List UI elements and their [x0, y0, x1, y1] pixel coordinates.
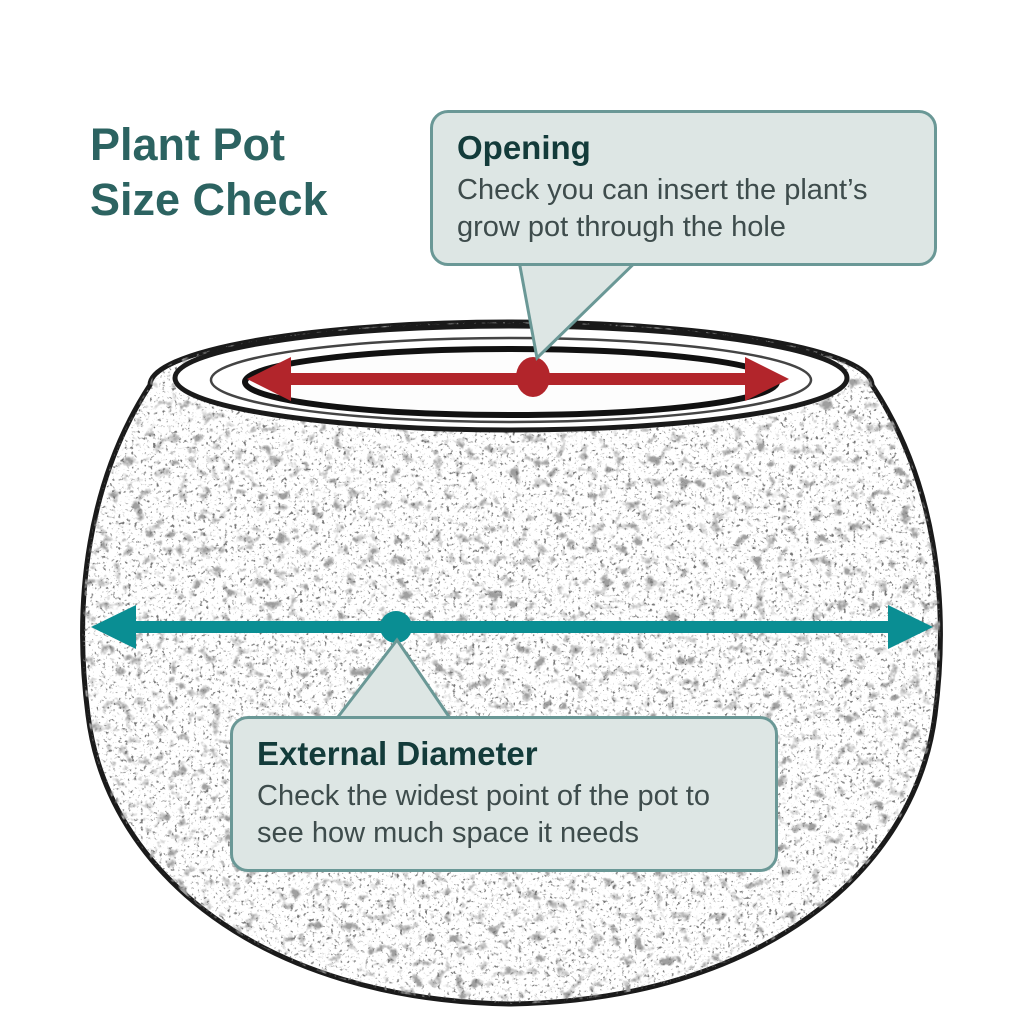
page-title-line1: Plant Pot [90, 119, 286, 170]
opening-callout: Opening Check you can insert the plant’s… [430, 110, 937, 267]
opening-arrowhead-left [247, 357, 291, 401]
external-diameter-callout-title: External Diameter [257, 735, 538, 772]
opening-measure-arrow [247, 357, 789, 401]
page-title: Plant Pot Size Check [90, 118, 328, 228]
external-diameter-arrow [91, 605, 933, 649]
page-title-line2: Size Check [90, 173, 328, 225]
external-diameter-callout: External Diameter Check the widest point… [230, 716, 778, 873]
external-measure-dot [380, 611, 412, 643]
opening-measure-dot [516, 357, 550, 397]
opening-arrowhead-right [745, 357, 789, 401]
external-diameter-callout-body: Check the widest point of the pot to see… [257, 780, 710, 849]
opening-callout-body: Check you can insert the plant’s grow po… [457, 174, 868, 243]
pot-rim-middle [209, 336, 813, 424]
opening-callout-title: Opening [457, 129, 591, 166]
external-arrowhead-right [888, 605, 933, 649]
external-arrowhead-left [91, 605, 136, 649]
pot-illustration [80, 319, 943, 1007]
